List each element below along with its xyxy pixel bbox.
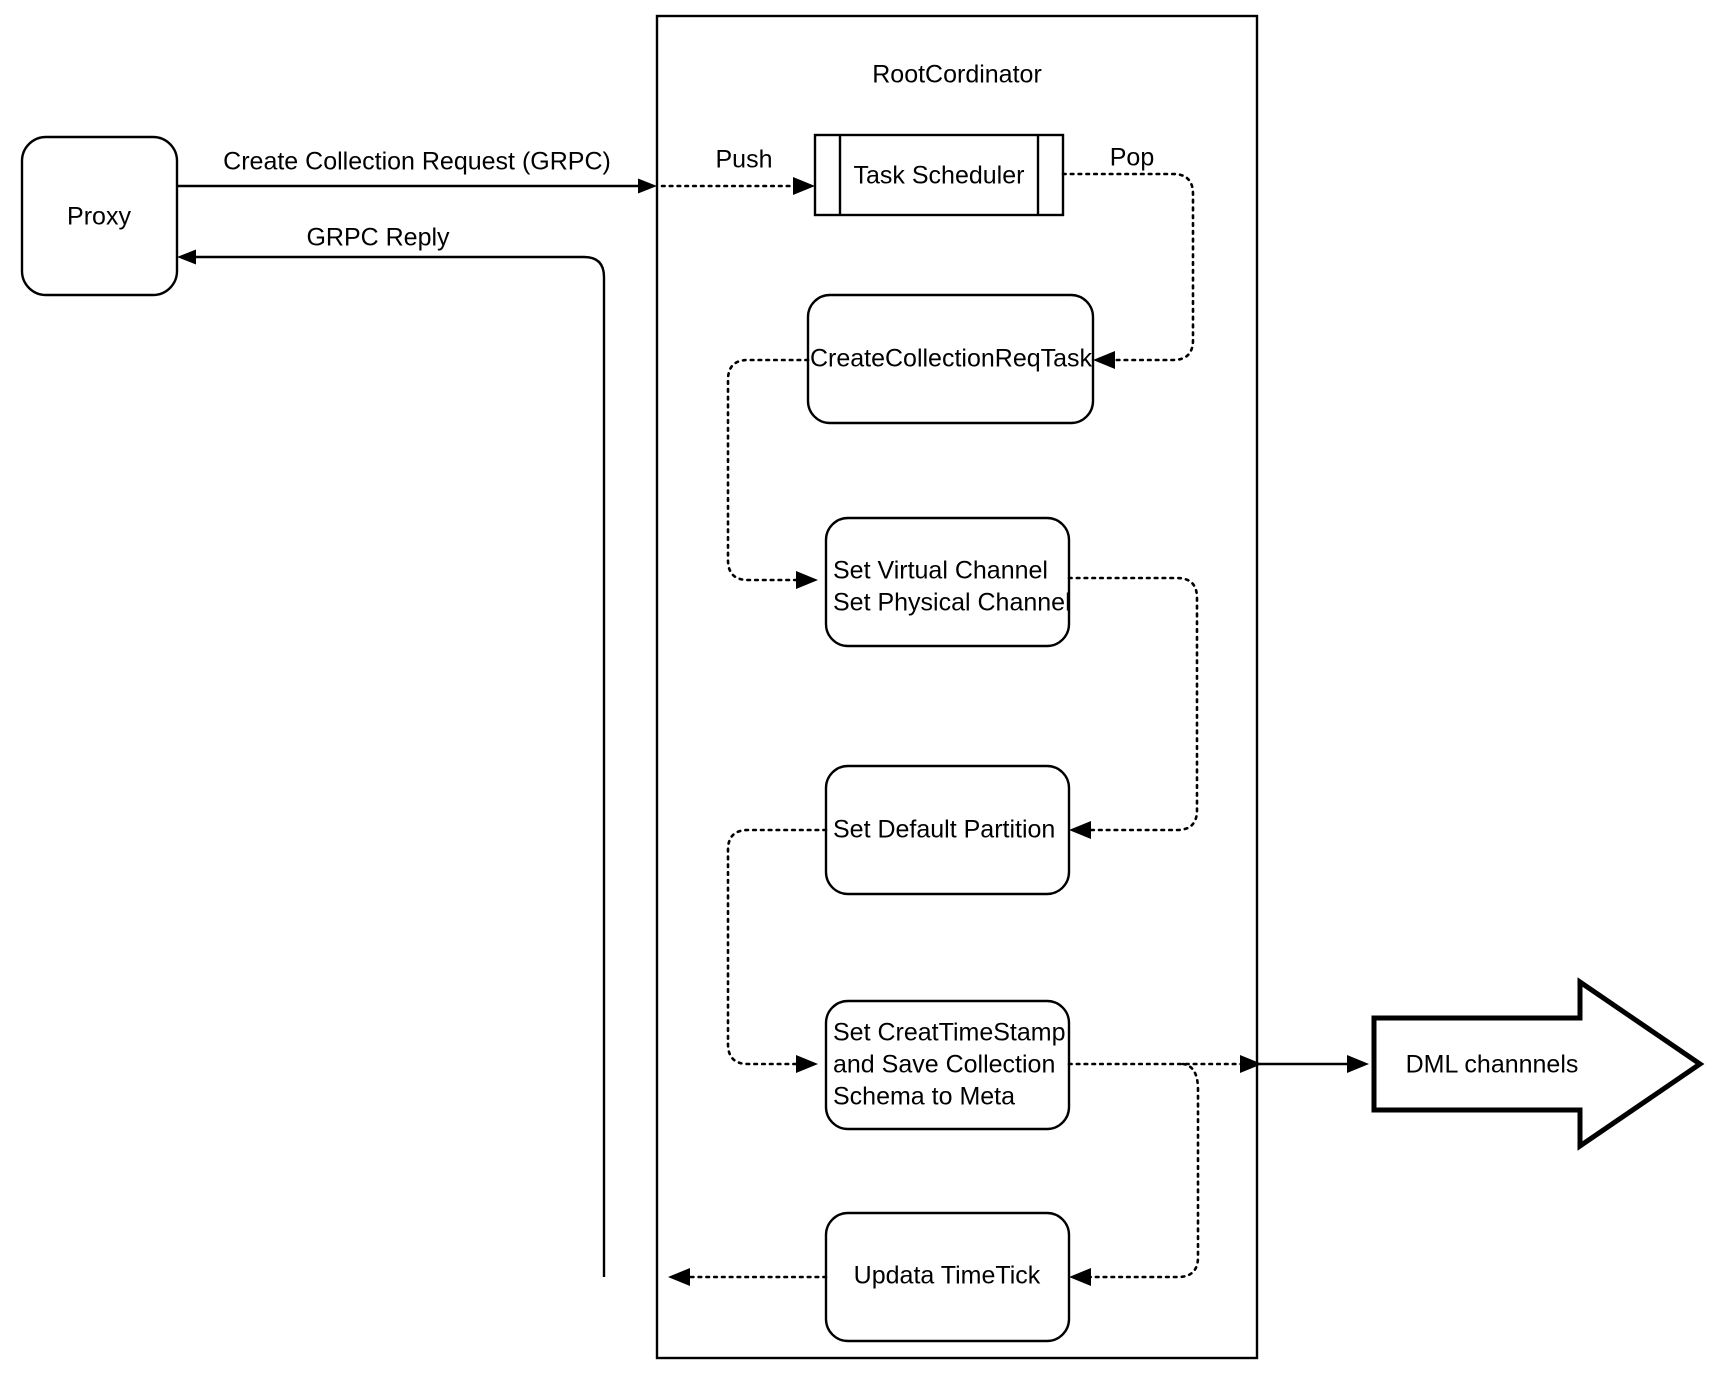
grpc-reply-arrowhead	[177, 249, 196, 265]
channels-to-default-partition-arrowhead	[1069, 821, 1091, 839]
rootcordinator-boundary	[655, 14, 1259, 1360]
timestamp-to-dml-arrowhead-border	[1240, 1055, 1262, 1073]
task-to-channels-arrowhead	[796, 571, 818, 589]
task-to-channels-line	[726, 358, 810, 582]
dml-channels-label: DML channnels	[1406, 1051, 1579, 1079]
set-physical-channel-label: Set Physical Channel	[833, 589, 1071, 617]
edge-task-to-channels	[726, 358, 818, 589]
push-label: Push	[716, 146, 773, 174]
set-creat-timestamp-line3: Schema to Meta	[833, 1083, 1015, 1111]
node-dml-channels[interactable]: DML channnels	[1371, 977, 1705, 1151]
edge-push: Push	[660, 146, 815, 195]
node-set-default-partition[interactable]: Set Default Partition	[824, 764, 1071, 896]
grpc-reply-label: GRPC Reply	[306, 224, 450, 252]
node-set-channels[interactable]: Set Virtual Channel Set Physical Channel	[824, 516, 1071, 648]
timestamp-to-timetick-arrowhead	[1069, 1268, 1091, 1286]
edge-default-partition-to-timestamp	[726, 828, 828, 1073]
pop-label: Pop	[1110, 144, 1154, 172]
set-channels-box[interactable]	[824, 516, 1071, 648]
timetick-to-reply-arrowhead	[668, 1268, 690, 1286]
grpc-reply-line	[190, 255, 606, 1277]
timestamp-to-dml-arrowhead	[1347, 1055, 1369, 1073]
set-creat-timestamp-line1: Set CreatTimeStamp	[833, 1019, 1065, 1047]
pop-line	[1061, 172, 1195, 362]
create-collection-request-arrowhead	[638, 178, 657, 194]
channels-to-default-partition-line	[1067, 576, 1199, 832]
node-set-creat-timestamp[interactable]: Set CreatTimeStamp and Save Collection S…	[824, 999, 1071, 1131]
rootcordinator-container: RootCordinator	[655, 14, 1259, 1360]
task-scheduler-box[interactable]	[813, 133, 1065, 217]
create-collection-request-label: Create Collection Request (GRPC)	[223, 148, 611, 176]
set-default-partition-label: Set Default Partition	[833, 816, 1055, 844]
edge-timestamp-to-timetick	[1069, 1062, 1200, 1286]
edge-timestamp-to-dml	[1067, 1055, 1369, 1073]
proxy-label: Proxy	[67, 203, 131, 231]
create-collection-req-task-label: CreateCollectionReqTask	[810, 345, 1093, 373]
node-updata-timetick[interactable]: Updata TimeTick	[824, 1211, 1071, 1343]
edge-channels-to-default-partition	[1067, 576, 1199, 839]
node-task-scheduler[interactable]: Task Scheduler	[813, 133, 1065, 217]
timestamp-to-timetick-line	[1084, 1062, 1200, 1279]
edge-grpc-reply: GRPC Reply	[177, 224, 606, 1277]
push-arrowhead	[793, 177, 815, 195]
set-creat-timestamp-line2: and Save Collection	[833, 1051, 1055, 1079]
set-virtual-channel-label: Set Virtual Channel	[833, 557, 1048, 585]
edge-timetick-to-reply	[668, 1268, 828, 1286]
node-create-collection-req-task[interactable]: CreateCollectionReqTask	[806, 293, 1095, 425]
edge-create-collection-request: Create Collection Request (GRPC)	[177, 148, 657, 194]
dml-channels-arrow-shape[interactable]	[1371, 977, 1705, 1151]
default-partition-to-timestamp-line	[726, 828, 828, 1066]
node-proxy[interactable]: Proxy	[20, 135, 179, 297]
task-scheduler-label: Task Scheduler	[854, 162, 1025, 190]
updata-timetick-label: Updata TimeTick	[854, 1262, 1041, 1290]
edge-pop: Pop	[1061, 144, 1195, 369]
proxy-box[interactable]	[20, 135, 179, 297]
rootcordinator-label: RootCordinator	[872, 61, 1042, 89]
default-partition-to-timestamp-arrowhead	[796, 1055, 818, 1073]
pop-arrowhead	[1093, 351, 1115, 369]
